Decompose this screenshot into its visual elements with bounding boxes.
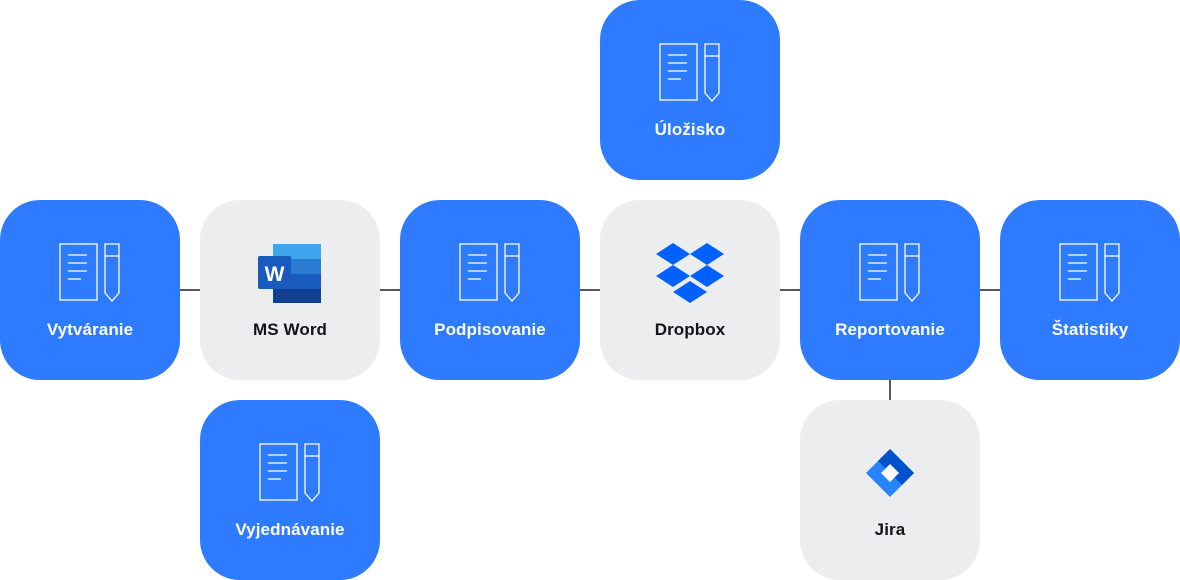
node-vytvaranie[interactable]: Vytváranie [0,200,180,380]
node-msword[interactable]: W MS Word [200,200,380,380]
node-jira[interactable]: Jira [800,400,980,580]
ms-word-icon: W [255,240,325,306]
node-label: Podpisovanie [434,320,546,339]
node-podpisovanie[interactable]: Podpisovanie [400,200,580,380]
document-pen-icon [1055,240,1125,306]
node-vyjednavanie[interactable]: Vyjednávanie [200,400,380,580]
document-pen-icon [255,440,325,506]
svg-text:W: W [265,263,285,286]
node-label: Štatistiky [1051,320,1129,339]
document-pen-icon [655,40,725,106]
node-label: Jira [874,520,906,539]
node-reportovanie[interactable]: Reportovanie [800,200,980,380]
node-label: Vyjednávanie [235,520,345,539]
node-dropbox[interactable]: Dropbox [600,200,780,380]
node-ulozisko[interactable]: Úložisko [600,0,780,180]
node-label: Reportovanie [835,320,945,339]
node-label: Vytváranie [46,320,134,339]
node-label: Úložisko [654,120,726,139]
dropbox-icon [655,240,725,306]
node-statistiky[interactable]: Štatistiky [1000,200,1180,380]
document-pen-icon [855,240,925,306]
document-pen-icon [455,240,525,306]
document-pen-icon [55,240,125,306]
node-label: MS Word [252,320,328,339]
jira-icon [855,440,925,506]
node-label: Dropbox [654,320,726,339]
